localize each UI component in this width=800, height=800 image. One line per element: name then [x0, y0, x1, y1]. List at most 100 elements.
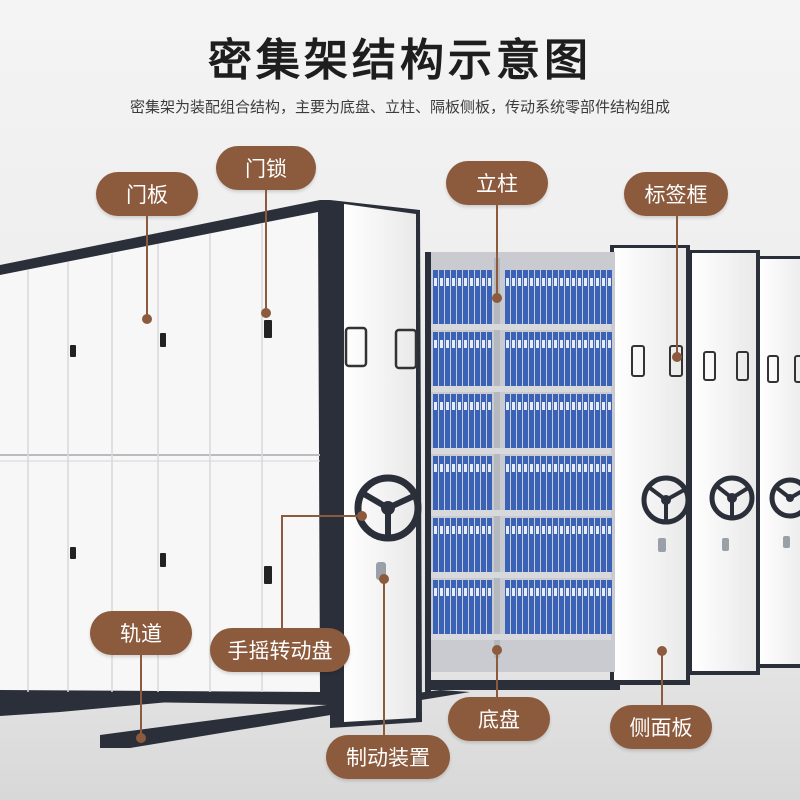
binder [481, 456, 486, 510]
label-chassis: 底盘 [448, 697, 550, 741]
binder [445, 456, 450, 510]
binder-label [470, 588, 473, 596]
binder [547, 518, 552, 572]
binder-label [524, 278, 527, 286]
binder-label [512, 464, 515, 472]
binder [457, 580, 462, 634]
binder-label [554, 402, 557, 410]
binder-label [452, 278, 455, 286]
main-hand-wheel [354, 474, 422, 542]
binder-label [506, 402, 509, 410]
binder [547, 332, 552, 386]
binder [589, 456, 594, 510]
binder-label [476, 278, 479, 286]
binder [481, 332, 486, 386]
binder-label [578, 402, 581, 410]
binder-label [542, 340, 545, 348]
binder [583, 270, 588, 324]
binder [523, 270, 528, 324]
binder [511, 518, 516, 572]
label-frame-shape [631, 345, 645, 377]
binder-label [602, 402, 605, 410]
binder [451, 518, 456, 572]
binder-label [590, 526, 593, 534]
binder-label [608, 278, 611, 286]
binder-label [572, 278, 575, 286]
binder [529, 394, 534, 448]
binder [511, 580, 516, 634]
binder [457, 332, 462, 386]
binder [553, 394, 558, 448]
binder-label [584, 402, 587, 410]
binder-label [482, 340, 485, 348]
binder-label [488, 526, 491, 534]
label-column-text: 立柱 [476, 172, 518, 196]
binder-label [542, 278, 545, 286]
binder-label [440, 278, 443, 286]
binder-label [566, 588, 569, 596]
binder-label [440, 402, 443, 410]
binder-label [554, 340, 557, 348]
binder [559, 394, 564, 448]
binder-label [506, 588, 509, 596]
binder [583, 456, 588, 510]
binder-label [578, 588, 581, 596]
binder-label [596, 278, 599, 286]
binder [529, 580, 534, 634]
binder-label [530, 278, 533, 286]
binder-label [518, 278, 521, 286]
marker-chassis [492, 645, 502, 655]
binder-label [566, 402, 569, 410]
binder [571, 332, 576, 386]
binder-label [554, 278, 557, 286]
binder-label [488, 588, 491, 596]
binder [469, 456, 474, 510]
binder [595, 580, 600, 634]
binder [463, 332, 468, 386]
binder [559, 270, 564, 324]
binder-label [482, 588, 485, 596]
binder-label [518, 464, 521, 472]
binder [595, 394, 600, 448]
binder [463, 270, 468, 324]
connector-side-panel [661, 652, 663, 705]
connector-column [496, 205, 498, 297]
binder [505, 456, 510, 510]
binder-label [452, 588, 455, 596]
binder [433, 580, 438, 634]
binder-label [440, 464, 443, 472]
binder-label [458, 588, 461, 596]
binder-label [560, 340, 563, 348]
binder-label [488, 340, 491, 348]
label-chassis-text: 底盘 [478, 708, 520, 732]
binder-label [446, 340, 449, 348]
binder [583, 518, 588, 572]
label-brake-device-text: 制动装置 [346, 746, 430, 770]
binder-label [596, 464, 599, 472]
binder [523, 518, 528, 572]
marker-column [492, 293, 502, 303]
marker-track [136, 733, 146, 743]
binder [517, 270, 522, 324]
binder [523, 456, 528, 510]
column-shape [494, 258, 500, 658]
binder [469, 580, 474, 634]
binder [517, 394, 522, 448]
binder-label [566, 464, 569, 472]
binder [511, 270, 516, 324]
binder [451, 580, 456, 634]
binder [607, 394, 612, 448]
binder [541, 580, 546, 634]
binder [559, 518, 564, 572]
binder [433, 394, 438, 448]
binder-label [452, 464, 455, 472]
binder [547, 580, 552, 634]
binder [559, 332, 564, 386]
binder [481, 270, 486, 324]
binder [553, 270, 558, 324]
binder-label [530, 402, 533, 410]
binder [565, 332, 570, 386]
binder-label [458, 464, 461, 472]
binder [523, 580, 528, 634]
